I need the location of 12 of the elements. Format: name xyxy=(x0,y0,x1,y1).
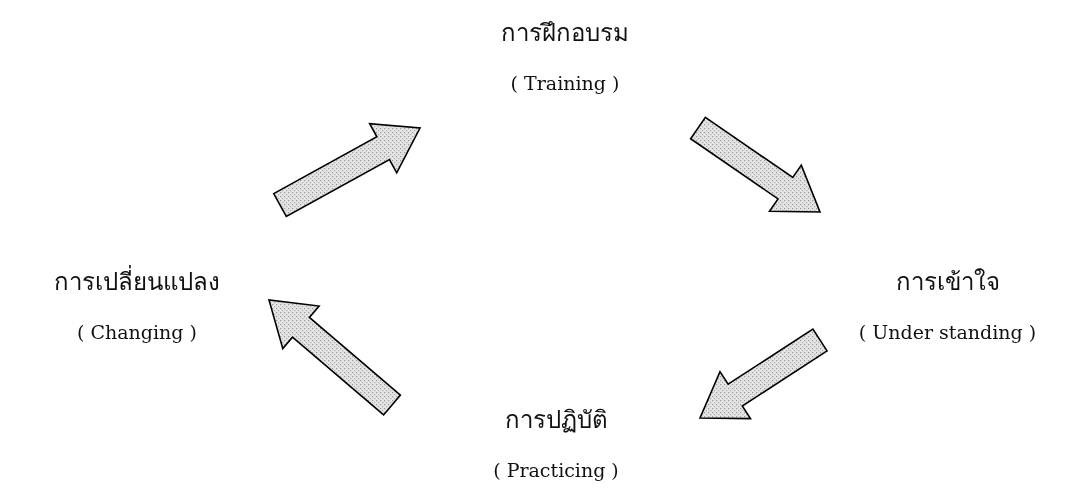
english-label: ( Training ) xyxy=(510,71,620,96)
thai-label: การเข้าใจ xyxy=(895,267,1000,299)
english-label: ( Under standing ) xyxy=(858,320,1037,345)
block-arrow xyxy=(272,122,422,218)
thai-label: การปฏิบัติ xyxy=(504,405,608,436)
english-label: ( Practicing ) xyxy=(493,458,619,483)
block-arrow xyxy=(267,299,402,417)
thai-label: การเปลี่ยนแปลง xyxy=(54,267,220,299)
block-arrow xyxy=(689,116,822,213)
english-label: ( Changing ) xyxy=(77,320,197,345)
block-arrow xyxy=(698,328,829,420)
thai-label: การฝึกอบรม xyxy=(501,18,629,49)
